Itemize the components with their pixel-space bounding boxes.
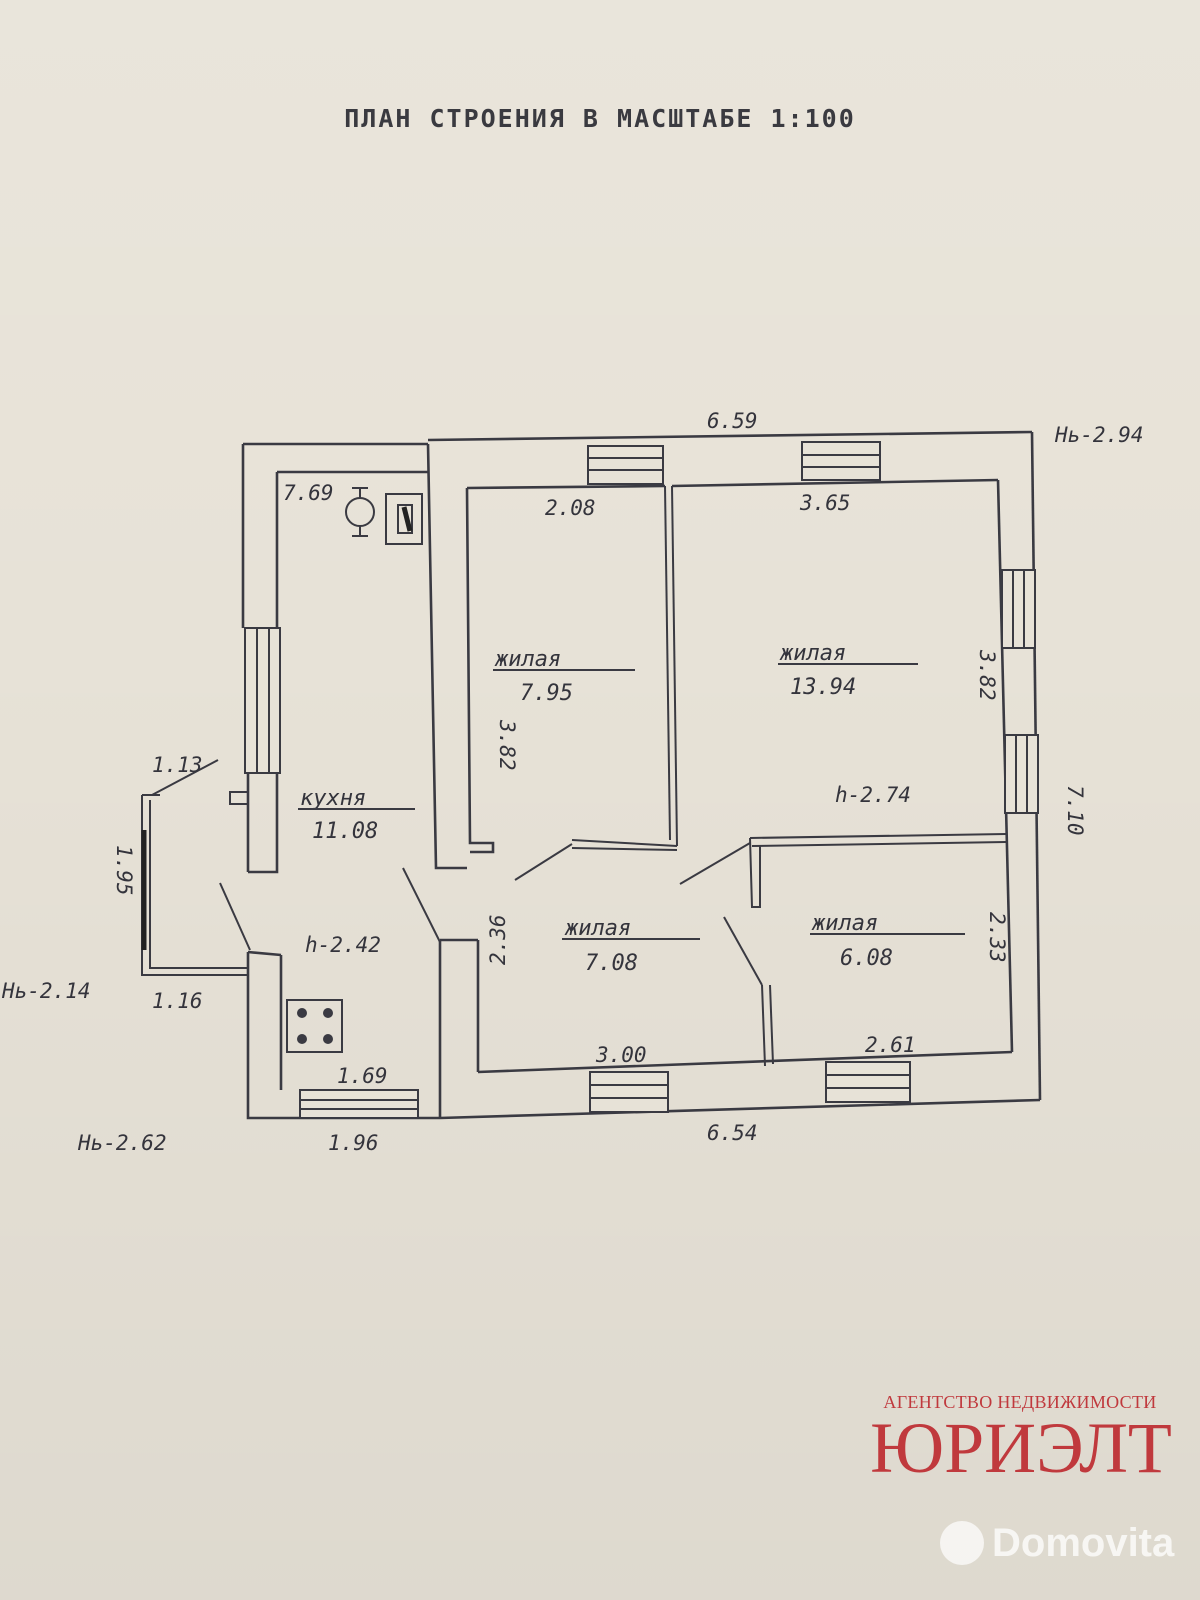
door-room2: [679, 842, 751, 885]
dim-room2-height: 3.82: [975, 649, 999, 701]
room-labels: жилая 7.95 жилая 13.94 кухня 11.08 жилая…: [298, 641, 965, 976]
agency-subtitle: АГЕНТСТВО НЕДВИЖИМОСТИ: [883, 1392, 1157, 1412]
stove-icon: [385, 493, 423, 545]
hall-area: 7.08: [585, 951, 638, 976]
window-top-1: [587, 445, 664, 485]
dim-porch-bottom: 1.16: [152, 989, 203, 1013]
watermark-logo-icon: [940, 1521, 984, 1565]
height-main: h-2.74: [835, 783, 911, 807]
plan-title: ПЛАН СТРОЕНИЯ В МАСШТАБЕ 1:100: [344, 104, 856, 133]
dim-hall-height: 2.36: [486, 914, 510, 965]
height-kitchen: h-2.42: [305, 933, 381, 957]
window-bottom-room4: [825, 1061, 911, 1103]
dim-bottom-total: 6.54: [707, 1121, 758, 1145]
height-labels: Нь-2.94 Нь-2.14 Нь-2.62 h-2.42 h-2.74: [1, 423, 1144, 1155]
door-swings: [219, 842, 763, 986]
kitchen-area: 11.08: [312, 819, 378, 844]
dim-right-total: 7.10: [1063, 785, 1087, 836]
boiler-icon: [345, 487, 375, 537]
dim-kitchen-outer: 1.96: [328, 1131, 379, 1155]
dim-room1-width: 2.08: [545, 496, 596, 520]
dimension-labels: 6.59 6.54 7.10 7.69 2.08 3.65 3.82 3.82 …: [112, 409, 1087, 1155]
door-porch: [219, 882, 251, 951]
window-left: [244, 627, 281, 774]
door-room1: [514, 843, 573, 881]
door-kitchen: [402, 867, 441, 943]
window-bottom-hall: [589, 1071, 669, 1113]
window-right-1: [1001, 569, 1036, 649]
height-nb-top-right: Нь-2.94: [1054, 423, 1144, 447]
window-right-2: [1004, 734, 1039, 814]
room1-area: 7.95: [520, 681, 573, 706]
dim-porch-top: 1.13: [152, 753, 203, 777]
dim-top-total: 6.59: [707, 409, 758, 433]
room4-name: жилая: [811, 911, 878, 936]
porch: [141, 759, 249, 976]
kitchen-name: кухня: [300, 786, 366, 811]
dim-hall-width: 3.00: [595, 1043, 647, 1067]
interior-walls: [426, 443, 1007, 1067]
height-nb-bottom-left: Нь-2.62: [77, 1131, 167, 1155]
dim-porch-side: 1.95: [112, 845, 136, 896]
dim-room4-height: 2.33: [985, 912, 1009, 963]
height-nb-left: Нь-2.14: [1, 979, 91, 1003]
dim-room1-height: 3.82: [495, 719, 519, 771]
room2-name: жилая: [779, 641, 846, 666]
window-top-2: [801, 441, 881, 481]
agency-logo-name: ЮРИЭЛТ: [870, 1408, 1172, 1488]
door-room4: [723, 916, 763, 986]
watermark: Domovita: [940, 1515, 1174, 1571]
dim-room2-width: 3.65: [799, 491, 851, 515]
dim-corridor-top: 7.69: [283, 481, 334, 505]
room4-area: 6.08: [840, 946, 893, 971]
outer-walls: [241, 430, 1042, 1120]
dim-kitchen-bottom: 1.69: [337, 1064, 388, 1088]
dim-room4-width: 2.61: [865, 1033, 916, 1057]
windows: [244, 441, 1039, 1119]
watermark-text: Domovita: [992, 1520, 1175, 1565]
room2-area: 13.94: [790, 675, 856, 700]
hall-name: жилая: [564, 916, 631, 941]
cooktop-icon: [286, 999, 343, 1053]
room1-name: жилая: [494, 647, 561, 672]
window-bottom-kitchen: [299, 1089, 419, 1119]
